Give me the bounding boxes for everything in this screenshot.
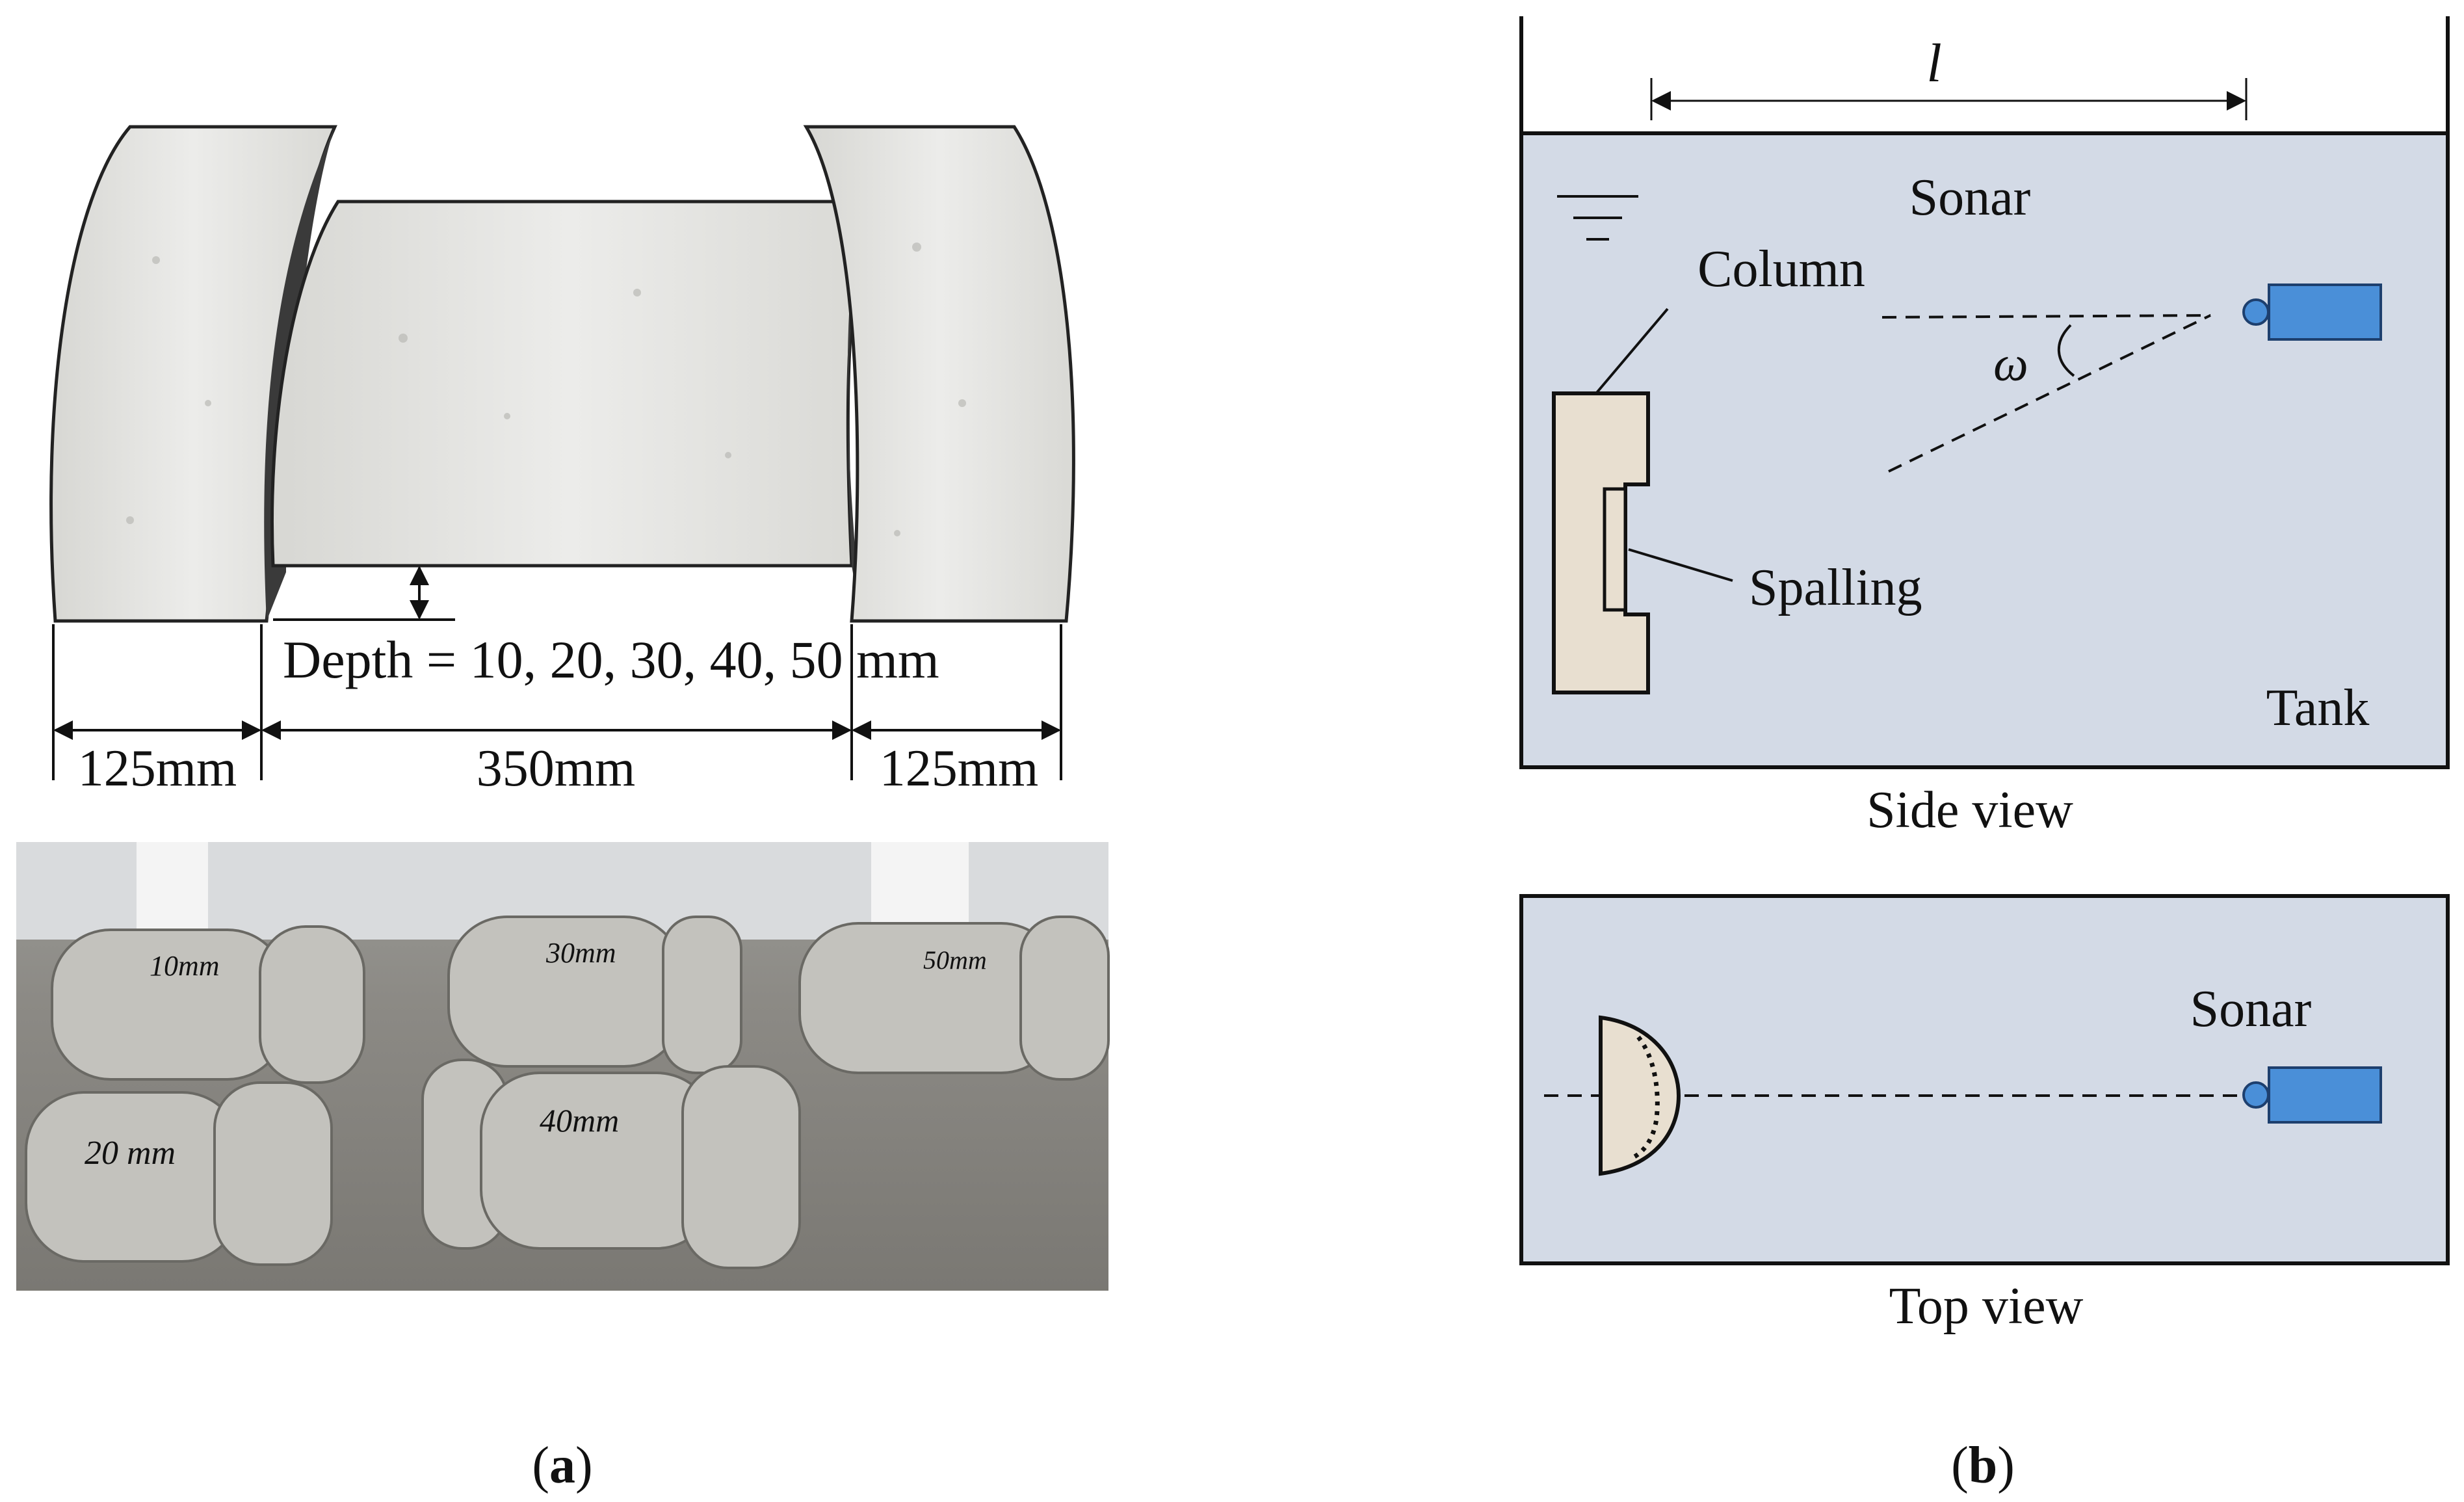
side-view-sonar-icon: [2242, 283, 2382, 341]
side-view-sonar-label: Sonar: [1909, 169, 2031, 226]
panel-a-caption: (a): [532, 1437, 592, 1494]
spalling-region: [1603, 487, 1627, 612]
middle-section: [270, 200, 871, 568]
specimen-photo: 10mm 30mm 50mm 20 mm 40mm: [16, 842, 1110, 1291]
depth-label: Depth = 10, 20, 30, 40, 50 mm: [283, 630, 939, 689]
side-view: l Sonar Column Spalling ω Tank Side view: [1519, 16, 2450, 839]
distance-symbol: l: [1926, 33, 1941, 94]
specimen-label-20: 20 mm: [85, 1135, 176, 1172]
column-shape: [1552, 391, 1650, 694]
concrete-texture: [126, 243, 966, 536]
column-label: Column: [1697, 241, 1865, 298]
specimen-rendering: [49, 125, 1075, 623]
right-groove-shadow: [847, 202, 868, 621]
angle-symbol: ω: [1993, 337, 2028, 391]
top-view-caption: Top view: [1889, 1278, 2084, 1335]
panel-b-caption: (b): [1951, 1437, 2015, 1494]
dim-label-right: 125mm: [880, 740, 1038, 797]
side-view-tank: [1519, 131, 2450, 769]
dim-label-left: 125mm: [78, 740, 237, 797]
right-end-block: [803, 125, 1075, 623]
top-view-spalling-arc: [1632, 1035, 1660, 1160]
water-surface-icon: [1557, 195, 1638, 241]
specimen-label-10: 10mm: [150, 950, 220, 982]
panel-b: l Sonar Column Spalling ω Tank Side view: [1519, 16, 2450, 1494]
dim-label-middle: 350mm: [477, 740, 635, 797]
specimen-label-30: 30mm: [545, 937, 616, 969]
specimen-label-50: 50mm: [923, 945, 987, 975]
top-view-sonar-icon: [2242, 1066, 2382, 1124]
side-view-caption: Side view: [1867, 782, 2073, 839]
top-view-sonar-label: Sonar: [2190, 981, 2312, 1038]
specimen-label-40: 40mm: [540, 1102, 619, 1139]
tank-label: Tank: [2266, 679, 2370, 737]
panel-a: Depth = 10, 20, 30, 40, 50 mm 125mm 350m…: [16, 125, 1110, 1494]
top-view: Sonar Top view: [1519, 894, 2450, 1335]
spalling-label: Spalling: [1749, 559, 1922, 616]
top-view-column: [1599, 1015, 1681, 1176]
